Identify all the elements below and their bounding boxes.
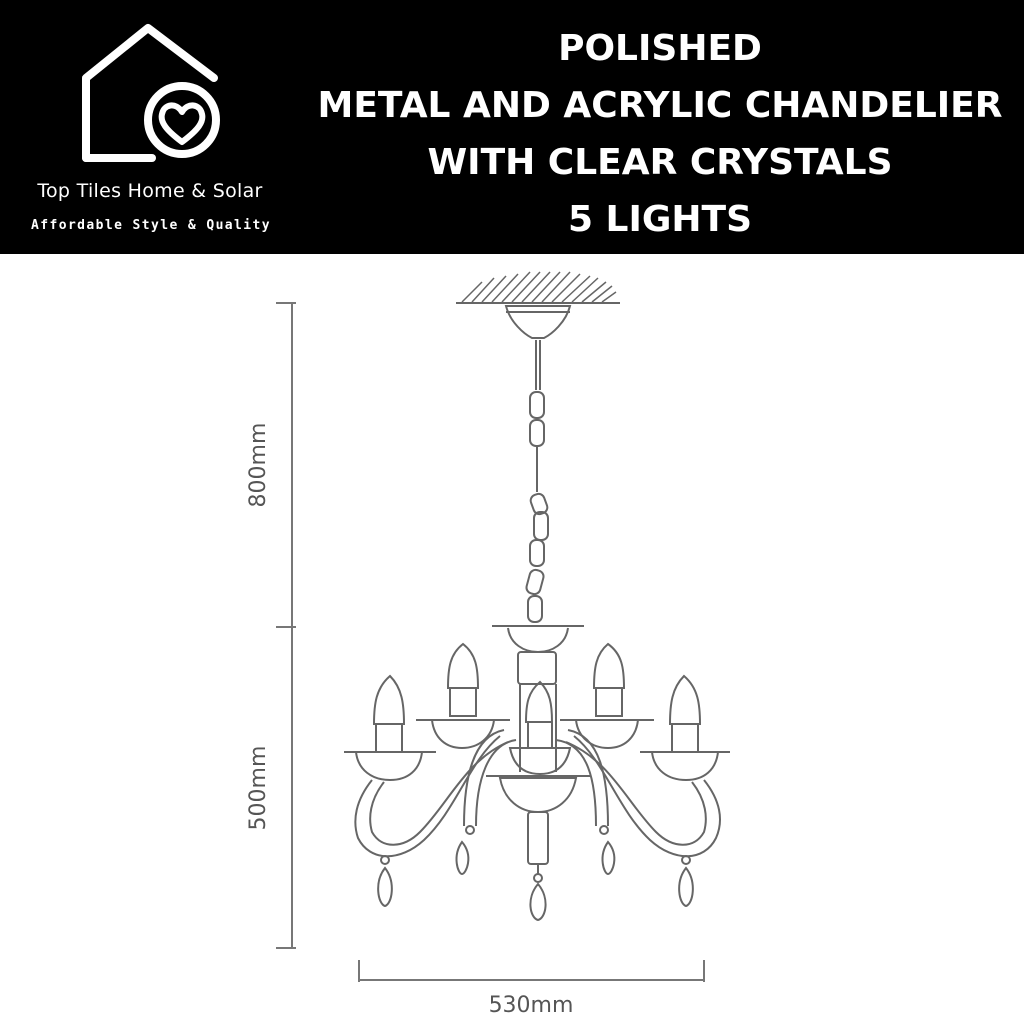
title-line: POLISHED [558,28,762,69]
title-line: WITH CLEAR CRYSTALS [427,142,893,183]
width-label: 530mm [489,993,574,1018]
brand-name: Top Tiles Home & Solar [37,180,263,202]
left-inner-arm [416,642,517,876]
title-line: 5 LIGHTS [567,199,753,240]
ceiling-hatching [461,271,617,303]
chandelier-body [486,625,590,874]
product-title: POLISHED METAL AND ACRYLIC CHANDELIER WI… [300,20,1020,248]
right-inner-arm [555,642,654,876]
center-crystal [529,873,547,922]
height-dimension [276,302,296,949]
left-outer-arm [344,674,509,908]
title-line: METAL AND ACRYLIC CHANDELIER [317,85,1003,126]
width-dimension [358,960,705,982]
chain [525,340,549,623]
ceiling-mount [456,271,620,339]
house-heart-icon [82,24,220,162]
body-height-label: 500mm [246,746,271,831]
chandelier-dimension-diagram: 800mm 500mm 530mm [246,271,730,1018]
center-candle [508,680,572,776]
chain-height-label: 800mm [246,423,271,508]
brand-tagline: Affordable Style & Quality [31,218,271,233]
header-banner: Top Tiles Home & Solar Affordable Style … [0,0,1024,254]
right-outer-arm [565,674,730,908]
